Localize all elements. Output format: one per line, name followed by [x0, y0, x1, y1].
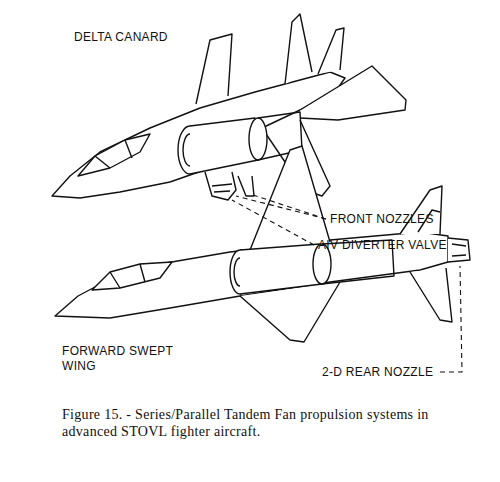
part-label: AIV DIVERTER VALVE	[318, 238, 447, 253]
aircraft-label: DELTA CANARD	[74, 30, 168, 45]
part-label: 2-D REAR NOZZLE	[322, 365, 433, 380]
leader-lines	[232, 194, 462, 372]
figure-caption: Figure 15. - Series/Parallel Tandem Fan …	[62, 406, 482, 440]
aircraft-label: FORWARD SWEPT WING	[62, 344, 182, 374]
part-label: FRONT NOZZLES	[330, 212, 434, 227]
forward-swept-wing-aircraft	[55, 146, 470, 342]
delta-canard-aircraft	[52, 14, 406, 200]
